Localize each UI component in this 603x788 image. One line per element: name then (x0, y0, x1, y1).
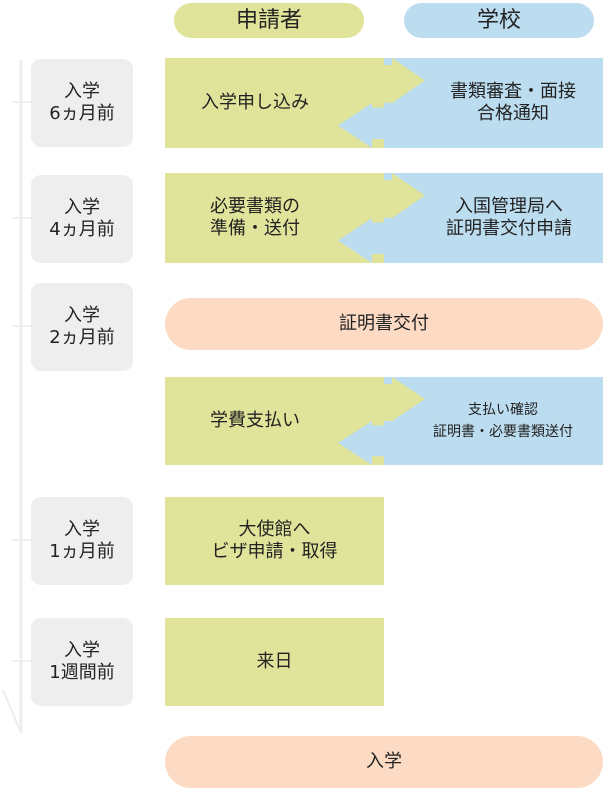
label-line2: 2ヵ月前 (49, 327, 115, 348)
applicant-box (165, 377, 384, 465)
school-step: 書類審査・面接合格通知 (423, 58, 603, 148)
right-arrow-shaft (382, 65, 394, 103)
label-line2: 6ヵ月前 (49, 103, 115, 124)
visa-step-line2: ビザ申請・取得 (211, 541, 338, 562)
school-step-line2: 証明書交付申請 (446, 218, 572, 239)
right-arrow-head (392, 58, 425, 103)
left-arrow-head (338, 421, 372, 465)
exchange-arrows (165, 173, 603, 263)
step-row-tuition: 学費支払い 支払い確認証明書・必要書類送付 (165, 377, 603, 465)
left-arrow-head (338, 103, 372, 148)
applicant-step: 必要書類の準備・送付 (165, 173, 345, 263)
right-arrow-shaft (382, 384, 394, 421)
applicant-step: 入学申し込み (201, 91, 309, 113)
school-step-line1: 支払い確認 (468, 401, 538, 418)
visa-step: 大使館へビザ申請・取得 (165, 497, 384, 585)
label-line2: 1ヵ月前 (49, 541, 115, 562)
label-line1: 入学 (63, 197, 100, 219)
applicant-box (165, 58, 384, 148)
school-step-line1: 書類審査・面接 (450, 80, 576, 102)
school-step-line2: 合格通知 (477, 103, 549, 124)
school-header: 学校 (404, 3, 594, 38)
school-step: 入国管理局へ証明書交付申請 (415, 173, 603, 263)
right-arrow-shaft (382, 180, 394, 218)
school-box (384, 58, 603, 148)
right-arrow-head (392, 173, 425, 218)
left-arrow-head (338, 218, 372, 263)
enrollment-step: 入学 (165, 736, 603, 788)
label-line2: 1週間前 (49, 662, 115, 683)
label-line1: 入学 (63, 519, 100, 541)
applicant-step-line2: 準備・送付 (210, 218, 300, 239)
certificate-issued-step: 証明書交付 (165, 298, 603, 350)
exchange-arrows (165, 58, 603, 148)
left-arrow-shaft (372, 425, 386, 457)
school-step: 支払い確認証明書・必要書類送付 (403, 377, 603, 465)
label-line2: 4ヵ月前 (49, 219, 115, 240)
left-arrow-shaft (372, 107, 386, 139)
applicant-header: 申請者 (174, 3, 364, 38)
arrival-step: 来日 (165, 618, 384, 706)
school-box (384, 173, 603, 263)
visa-step-line1: 大使館へ (238, 518, 311, 540)
right-arrow-head (392, 377, 425, 421)
label-line1: 入学 (63, 81, 100, 103)
exchange-arrows (165, 377, 603, 465)
step-row-documents: 必要書類の準備・送付 入国管理局へ証明書交付申請 (165, 173, 603, 263)
applicant-step: 学費支払い (210, 409, 300, 431)
label-line1: 入学 (63, 305, 100, 327)
school-step-line2: 証明書・必要書類送付 (433, 424, 573, 440)
school-step-line1: 入国管理局へ (455, 195, 563, 217)
applicant-step-line1: 必要書類の (210, 195, 300, 217)
left-arrow-shaft (372, 222, 386, 254)
school-box (384, 377, 603, 465)
timeline-line (2, 60, 31, 734)
step-row-application: 入学申し込み 書類審査・面接合格通知 (165, 58, 603, 148)
applicant-box (165, 173, 384, 263)
label-line1: 入学 (63, 640, 100, 662)
